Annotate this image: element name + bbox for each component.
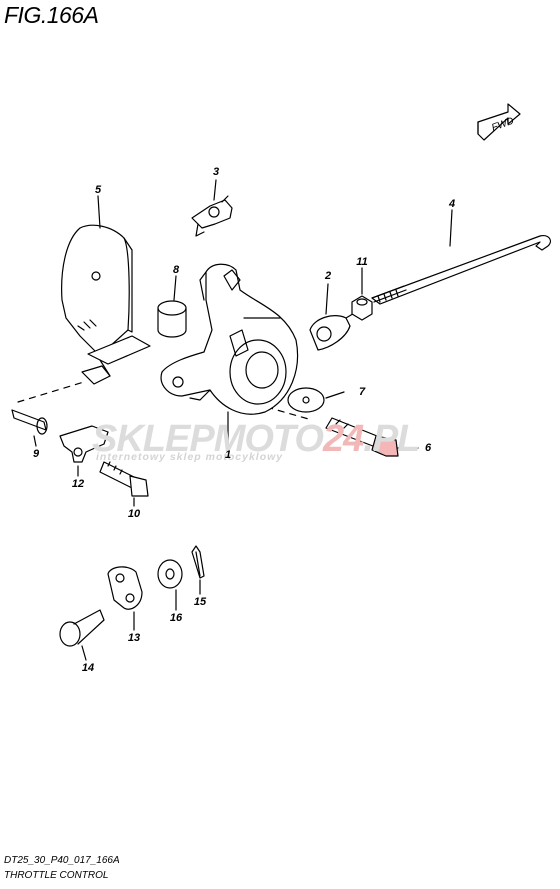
callout-12: 12: [71, 478, 85, 490]
callout-11: 11: [356, 256, 368, 268]
part-6-bolt: [325, 417, 399, 457]
leader-7: [325, 391, 345, 399]
callout-10: 10: [127, 508, 141, 520]
part-2-rod-end: [309, 311, 357, 351]
leader-3: [213, 179, 217, 201]
callout-1: 1: [224, 449, 232, 461]
part-13-clevis: [107, 566, 143, 610]
part-9-pin: [11, 409, 48, 435]
figure-title: FIG.166A: [4, 2, 99, 28]
leader-2: [325, 283, 329, 315]
part-15-cotter-pin: [191, 545, 205, 579]
part-8-bushing: [157, 300, 187, 338]
leader-8: [173, 275, 177, 301]
diagram-name: THROTTLE CONTROL: [4, 870, 109, 881]
callout-2: 2: [324, 270, 332, 282]
callout-7: 7: [358, 386, 366, 398]
fwd-arrow-icon: [477, 103, 521, 141]
callout-16: 16: [169, 612, 183, 624]
callout-6: 6: [424, 442, 432, 454]
part-7-washer: [287, 387, 325, 413]
callout-8: 8: [172, 264, 180, 276]
leader-4: [449, 209, 453, 247]
watermark-tagline: internetowy sklep motocyklowy: [96, 451, 284, 463]
part-16-washer: [157, 559, 183, 589]
watermark-brand: SKLEPMOTO24.PL: [92, 418, 420, 460]
callout-3: 3: [212, 166, 220, 178]
callout-15: 15: [193, 596, 207, 608]
callout-4: 4: [448, 198, 456, 210]
part-3-clip: [191, 195, 233, 237]
part-14-clevis-pin: [59, 609, 105, 647]
part-1-throttle-cam: [160, 263, 299, 415]
part-5-cover: [61, 224, 151, 385]
part-4-throttle-rod: [371, 235, 552, 305]
leader-5: [97, 195, 101, 229]
leader-9: [33, 435, 37, 447]
diagram-code: DT25_30_P40_017_166A: [4, 855, 120, 866]
callout-13: 13: [127, 632, 141, 644]
part-12-bracket: [59, 425, 109, 463]
part-11-nut: [351, 295, 373, 321]
leader-14: [81, 645, 87, 661]
callout-14: 14: [81, 662, 95, 674]
callout-9: 9: [32, 448, 40, 460]
callout-5: 5: [94, 184, 102, 196]
part-10-bolt: [99, 461, 149, 497]
